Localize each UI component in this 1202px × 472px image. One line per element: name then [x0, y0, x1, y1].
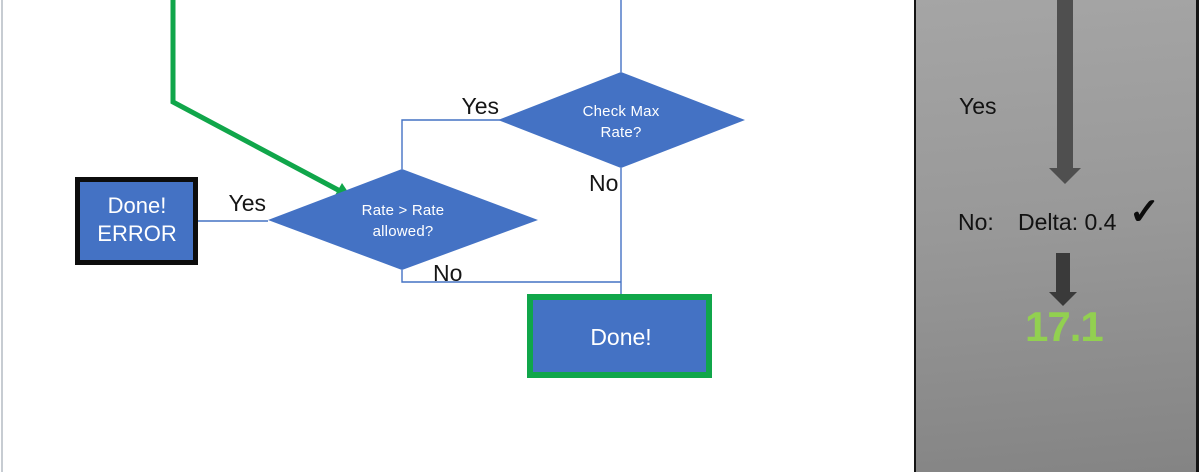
- canvas-left-edge: [1, 0, 3, 472]
- rate-allowed-label-line1: Rate > Rate: [362, 202, 445, 219]
- done-box-label: Done!: [590, 324, 651, 350]
- panel-no-label: No:: [958, 209, 994, 235]
- down-arrow-shaft: [1057, 0, 1073, 168]
- done-error-box: [75, 177, 198, 265]
- done-box: [527, 294, 712, 378]
- check-max-no-label: No: [589, 170, 618, 196]
- done-error-label-line1: Done!: [108, 193, 167, 218]
- check-max-rate-label-line1: Check Max: [583, 103, 660, 120]
- rate-allowed-yes-label: Yes: [228, 190, 266, 216]
- checkmark-icon: ✓: [1129, 191, 1161, 232]
- rate-allowed-no-label: No: [433, 260, 462, 286]
- flowchart: Check Max Rate? Yes No Rate > Rate allow…: [75, 0, 745, 378]
- green-flow-arrow-line: [170, 0, 342, 194]
- check-max-yes-label: Yes: [461, 93, 499, 119]
- connector-rate-no: [401, 270, 621, 283]
- trace-panel: Yes No: Delta: 0.4 ✓ 17.1: [914, 0, 1199, 472]
- down-arrow-head: [1049, 168, 1081, 184]
- done-error-label-line2: ERROR: [97, 221, 176, 246]
- result-value: 17.1: [1025, 303, 1104, 350]
- down-arrow-small-head: [1049, 292, 1077, 306]
- down-arrow-small-shaft: [1056, 253, 1070, 292]
- panel-yes-label: Yes: [959, 93, 997, 119]
- rate-allowed-label-line2: allowed?: [373, 223, 434, 240]
- panel-delta-value: Delta: 0.4: [1018, 209, 1117, 235]
- check-max-rate-diamond: [498, 72, 745, 168]
- connector-check-max-yes: [401, 119, 500, 169]
- rate-allowed-diamond: [268, 169, 538, 270]
- check-max-rate-label-line2: Rate?: [600, 124, 641, 141]
